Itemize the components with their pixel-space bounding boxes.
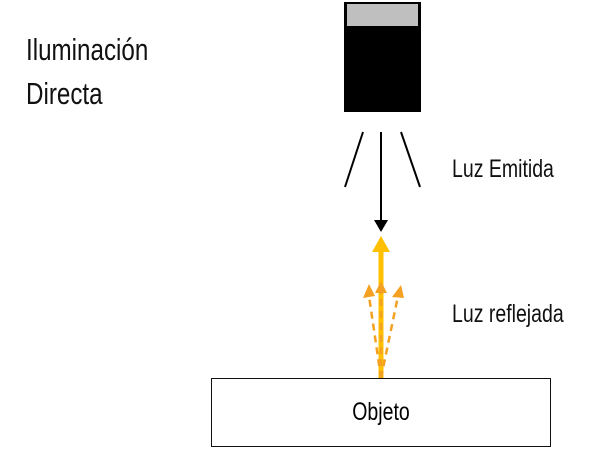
reflected-light-label: Luz reflejada: [452, 300, 564, 328]
title-line-2: Directa: [26, 76, 103, 111]
diagram-title: Iluminación Directa: [26, 28, 148, 116]
object-box: Objeto: [211, 378, 551, 447]
object-label: Objeto: [352, 398, 410, 426]
emitted-light-lines: [344, 131, 421, 232]
emitted-light-label: Luz Emitida: [452, 155, 554, 183]
title-line-1: Iluminación: [26, 32, 149, 67]
reflected-light-arrows: [363, 236, 404, 379]
camera-icon: [344, 2, 421, 112]
